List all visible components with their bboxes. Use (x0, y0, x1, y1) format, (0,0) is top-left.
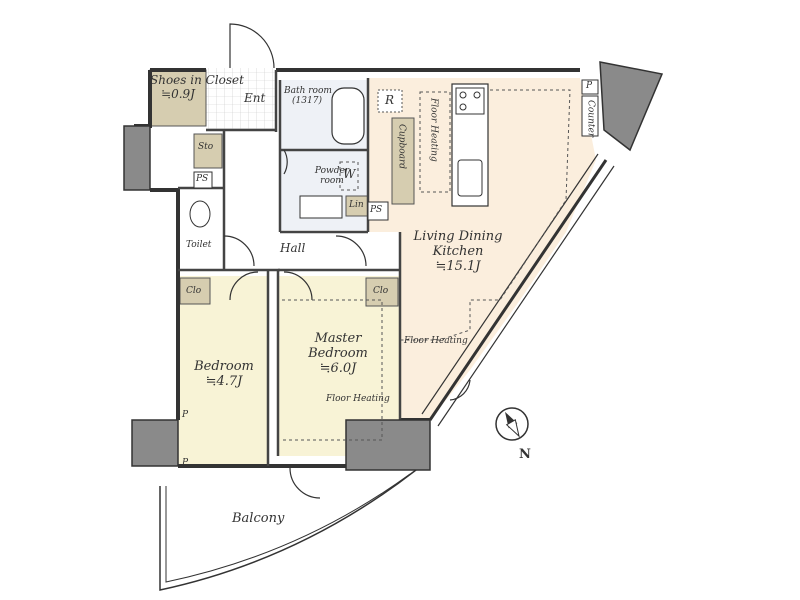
counter-label: Counter (585, 100, 596, 138)
balcony-outline (159, 469, 417, 591)
ps-center-box (367, 201, 389, 221)
bathtub (331, 87, 365, 145)
dashed-outlines (282, 89, 571, 441)
p-top-box (581, 79, 599, 95)
floor-heating-master-label: Floor Heating (326, 394, 390, 404)
clo-bedroom-label: Clo (186, 286, 202, 296)
bedroom-label: Bedroom≒4.7J (194, 359, 254, 389)
p-left1-label: P (182, 410, 189, 420)
stove (455, 87, 485, 115)
ps-center-label: PS (370, 205, 383, 215)
washer-label: W (343, 167, 356, 181)
sink (299, 195, 343, 219)
shoes-closet-label: Shoes in Closet≒0.9J (150, 73, 244, 101)
door-swings (223, 23, 471, 499)
balcony-label: Balcony (232, 511, 285, 526)
toilet-fixture (189, 200, 211, 228)
floor-heating-kitchen-label: Floor Heating (428, 98, 439, 162)
hall-label: Hall (280, 241, 306, 255)
p-left2-label: P (182, 458, 189, 468)
ldk-floor (368, 78, 596, 420)
linen-label: Lin (349, 200, 364, 210)
compass (495, 407, 529, 441)
ps-left-box (193, 171, 213, 189)
toilet-label: Toilet (186, 240, 212, 250)
entrance-label: Ent (244, 91, 266, 105)
storage-label: Sto (198, 142, 214, 152)
cupboard-label: Cupboard (396, 124, 407, 170)
ldk-label: Living Dining Kitchen≒15.1J (413, 229, 503, 274)
ps-left-label: PS (196, 174, 209, 184)
structural-columns (123, 61, 664, 471)
refrigerator-label: R (385, 93, 395, 107)
clo-master-fill (365, 277, 399, 307)
cupboard-fill (391, 117, 415, 205)
clo-bedroom-fill (179, 277, 211, 305)
clo-master-label: Clo (373, 286, 389, 296)
window-wall (421, 153, 615, 427)
storage-fill (193, 133, 223, 169)
floor-heating-ldk-label: Floor Heating (404, 336, 468, 346)
counter-box (581, 95, 599, 137)
powder-room-label: Powder room (314, 166, 350, 187)
balcony-rail (165, 473, 411, 583)
compass-label: N (519, 447, 531, 462)
kitchen-sink (457, 159, 483, 197)
bathroom-label: Bath room(1317) (284, 86, 332, 107)
p-top-label: P (586, 81, 593, 91)
bedroom-floor (178, 276, 268, 466)
refrigerator-box (377, 89, 403, 113)
master-bedroom-label: Master Bedroom≒6.0J (308, 331, 368, 376)
entrance-tile (206, 68, 276, 130)
